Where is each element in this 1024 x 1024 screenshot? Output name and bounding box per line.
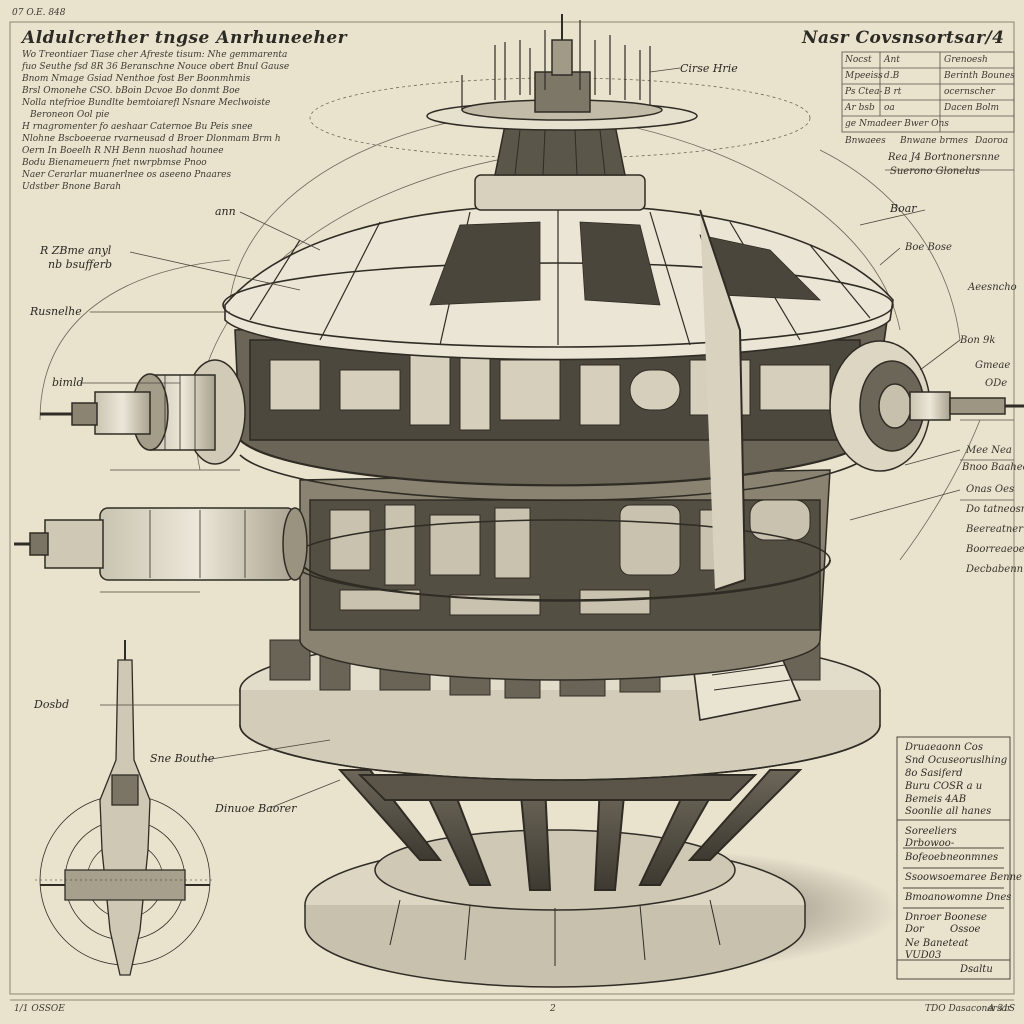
note-line: Mee Nea xyxy=(966,445,1012,456)
note-line: Beereatner xyxy=(966,524,1024,535)
spec-cell: Berinth Bounes xyxy=(944,71,1015,81)
left-engine-upper xyxy=(40,359,246,465)
note-line: Bon 9k xyxy=(960,335,996,346)
callout-label: ann xyxy=(215,205,236,218)
info-line: 8o Sasiferd xyxy=(905,768,963,779)
spec-cell: Ar bsb xyxy=(845,103,875,113)
info-line: Druaeaonn Cos xyxy=(905,742,983,753)
description-line: fuo Seuthe fsd 8R 36 Beranschne Nouce ob… xyxy=(22,62,290,72)
note-line: Boorreaeoe xyxy=(966,544,1024,555)
dome-roof xyxy=(222,204,894,591)
callout-label: Dosbd xyxy=(34,698,70,711)
right-engine xyxy=(829,340,1024,472)
bottom-right-label: TDO Dasaconarsar xyxy=(925,1004,1012,1014)
description-line: Udstber Bnone Barah xyxy=(22,182,122,192)
info-box-frame xyxy=(896,736,1011,980)
spec-table-grid xyxy=(841,51,1015,501)
description-line: Bnom Nmage Gsiad Nenthoe fost Ber Boonmh… xyxy=(22,74,251,84)
callout-label: Cirse Hrie xyxy=(680,62,738,75)
leader-lines xyxy=(80,67,961,809)
title-left: Aldulcrether tngse Anrhuneeher xyxy=(22,28,348,48)
description-line: H rnagromenter fo aeshaar Caternoe Bu Pe… xyxy=(22,122,253,132)
info-line: Soreeliers xyxy=(905,826,957,837)
note-line: Do tatneosnne xyxy=(966,504,1024,515)
description-line: Nolla ntefrioe Bundlte bemtoiarefl Nsnar… xyxy=(22,98,271,108)
spec-header: Nocst xyxy=(845,55,872,65)
callout-label: bimld xyxy=(52,376,84,389)
info-line: Soonlie all hanes xyxy=(905,806,992,817)
spec-cell: oa xyxy=(884,103,895,113)
info-line: VUD03 xyxy=(905,950,942,961)
title-right: Nasr Covsnsortsar/4 xyxy=(802,28,1005,48)
machinery-drum xyxy=(289,469,831,681)
note-line: Aeesncho xyxy=(968,282,1017,293)
note-line: Gmeae xyxy=(975,360,1011,371)
spec-cell: Dacen Bolm xyxy=(944,103,1000,113)
bottom-far-right-label: A 31S xyxy=(988,1004,1015,1014)
left-engine-lower xyxy=(14,507,308,581)
sheet-border xyxy=(9,21,1015,995)
spec-cell: Bnwane brmes xyxy=(900,136,969,146)
info-line: Drbowoo- xyxy=(905,838,955,849)
callout-label: Dinuoe Baorer xyxy=(215,802,297,815)
spec-cell: Ps Ctea- xyxy=(845,87,883,97)
spec-cell: Bnwaees xyxy=(845,136,886,146)
spec-cell: ocernscher xyxy=(944,87,995,97)
info-line: Ssoowsoemaree Benne xyxy=(905,872,1022,883)
spec-cell: Mpeeiss xyxy=(845,71,883,81)
support-struts xyxy=(337,769,803,891)
info-line: Buru COSR a u xyxy=(905,781,983,792)
info-line: Bofeoebneonmnes xyxy=(905,852,999,863)
info-line: Dnroer Boonese xyxy=(905,912,987,923)
note-line: ODe xyxy=(985,378,1008,389)
note-line: Boe Bose xyxy=(905,242,952,253)
info-line: Bmoanowomne Dnes xyxy=(905,892,1012,903)
callout-label: Boar xyxy=(890,202,917,215)
info-line: Snd Ocuseoruslhing xyxy=(905,755,1008,766)
bottom-left-label: 1/1 OSSOE xyxy=(14,1004,65,1014)
description-line: Nlohne Bscboeerae rvarneusad d Broer Dlo… xyxy=(22,134,281,144)
callout-label: nb bsufferb xyxy=(48,258,112,271)
description-line: Brsl Omonehe CSO. bBoin Dcvoe Bo donmt B… xyxy=(22,86,240,96)
note-line: Onas Oes xyxy=(966,484,1015,495)
info-line: Ossoe xyxy=(950,924,981,935)
callout-label: Sne Bouthe xyxy=(150,752,215,765)
bottom-center-label: 2 xyxy=(550,1004,556,1014)
spec-header: Ant xyxy=(884,55,900,65)
description-line: Beroneon Ool pie xyxy=(30,110,110,120)
spec-cell: d.B xyxy=(884,71,900,81)
elevation-drawing xyxy=(35,640,215,976)
info-line: Dor xyxy=(905,924,924,935)
info-line: Bemeis 4AB xyxy=(905,794,967,805)
note-line: Suerono Glonelus xyxy=(890,166,980,177)
spec-cell: ge Nmadeer Bwer Ons xyxy=(845,119,949,129)
note-line: Bnoo Baaheetee xyxy=(962,462,1024,473)
info-line: Dsaltu xyxy=(960,964,993,975)
note-line: Rea J4 Bortnonersnne xyxy=(888,152,1000,163)
description-line: Bodu Bienameuern fnet nwrpbmse Pnoo xyxy=(22,158,207,168)
spec-cell: Daoroa xyxy=(975,136,1009,146)
info-line: Ne Baneteat xyxy=(905,938,969,949)
top-margin-label: 07 O.E. 848 xyxy=(12,8,66,18)
description-line: Oern In Boeelh R NH Benn nuoshad hounee xyxy=(22,146,224,156)
callout-label: R ZBme anyl xyxy=(40,244,112,257)
spec-cell: B rt xyxy=(884,87,902,97)
spec-header: Grenoesh xyxy=(944,55,988,65)
central-tower xyxy=(426,14,698,211)
callout-label: Rusnelhe xyxy=(30,305,82,318)
description-line: Naer Cerarlar muanerlnee os aseeno Pnaar… xyxy=(22,170,232,180)
description-line: Wo Treontiaer Tiase cher Afreste tisum: … xyxy=(22,50,288,60)
note-line: Decbabenn xyxy=(966,564,1024,575)
